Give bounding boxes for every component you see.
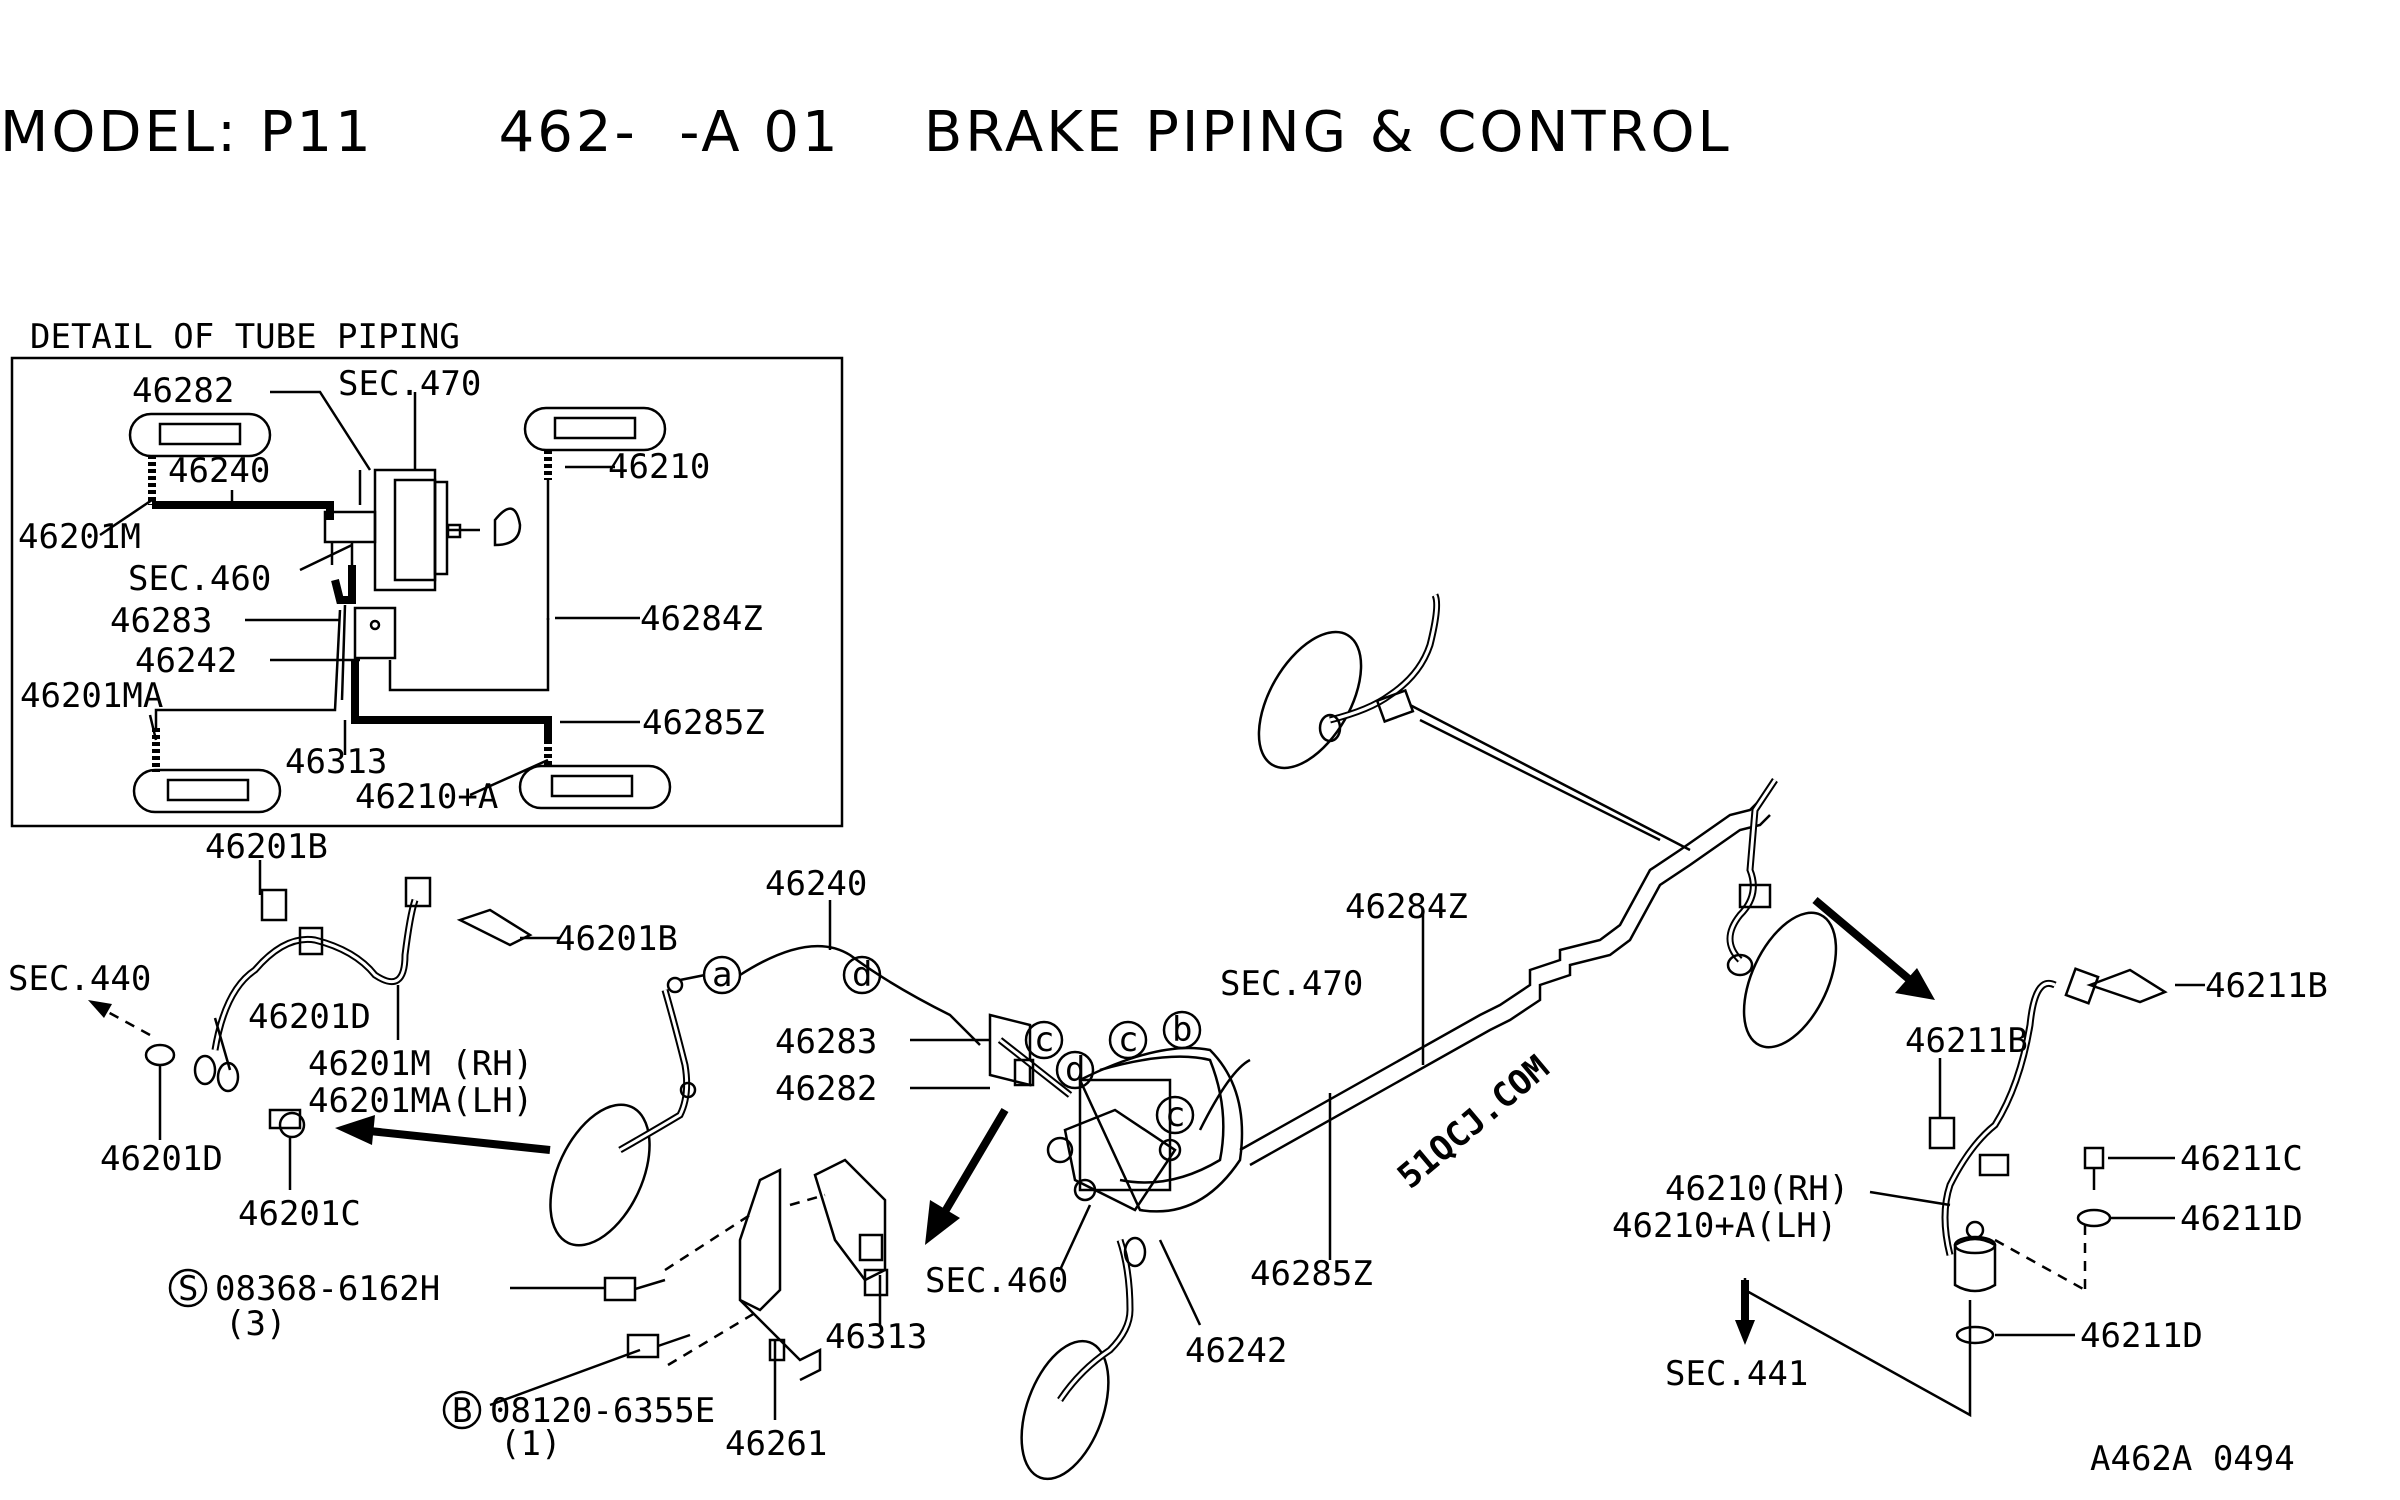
svg-text:c: c — [1165, 1095, 1185, 1135]
svg-text:S: S — [178, 1269, 198, 1309]
detail-label-sec470: SEC.470 — [338, 364, 481, 404]
callout-markers: a d c d c b c — [702, 955, 1202, 1135]
grommet-46210 — [1953, 1237, 1997, 1293]
detail-label-sec460: SEC.460 — [128, 559, 271, 599]
clip-46201B-top — [260, 888, 288, 922]
rear-left-disc — [1020, 1236, 1202, 1481]
main-brake-pipes — [1198, 799, 1771, 1260]
detail-wheel-rl-icon — [132, 768, 282, 814]
label-sec470: SEC.470 — [1220, 964, 1363, 1004]
detail-wheel-rr-icon — [518, 764, 672, 810]
detail-wheel-fl-icon — [128, 412, 272, 458]
bolt1-prefix-badge — [168, 1268, 208, 1308]
label-bolt-08120-qty: (1) — [500, 1424, 561, 1464]
label-46211B-mid: 46211B — [1905, 1021, 2028, 1061]
label-46313: 46313 — [825, 1317, 927, 1357]
label-46261: 46261 — [725, 1424, 827, 1464]
svg-text:B: B — [452, 1391, 472, 1431]
label-46201B-top: 46201B — [205, 827, 328, 867]
callout-a — [702, 955, 742, 995]
bolt-46211C — [2083, 1146, 2105, 1170]
callout-c-2 — [1108, 1020, 1148, 1060]
clip-46211B-mid — [1928, 1116, 1956, 1150]
svg-text:b: b — [1172, 1010, 1192, 1050]
diagram-title: MODEL: P11 462- -A 01 BRAKE PIPING & CON… — [0, 100, 1732, 165]
detail-label-46210: 46210 — [608, 447, 710, 487]
detail-label-46210A: 46210+A — [355, 777, 498, 817]
detail-label-46282: 46282 — [132, 371, 234, 411]
washer-46211D-bot — [1955, 1325, 1995, 1345]
bolt2-prefix-badge — [442, 1390, 482, 1430]
front-left-hose — [88, 860, 560, 1190]
label-sec441: SEC.441 — [1665, 1354, 1808, 1394]
pipe-46240 — [739, 944, 981, 1046]
reference-code: A462A 0494 — [2090, 1439, 2295, 1479]
detail-master-cylinder — [373, 468, 437, 592]
label-46240: 46240 — [765, 864, 867, 904]
section-code: 462- -A 01 — [498, 100, 841, 165]
label-46285Z: 46285Z — [1250, 1254, 1373, 1294]
detail-frame — [10, 356, 844, 828]
label-bolt-08120: 08120-6355E — [490, 1391, 715, 1431]
clip-46211B-top — [2086, 968, 2168, 1004]
svg-text:d: d — [1065, 1050, 1085, 1090]
bracket-46313 — [489, 1158, 889, 1420]
detail-wheel-fr-icon — [523, 406, 667, 452]
svg-text:d: d — [852, 955, 872, 995]
label-46283: 46283 — [775, 1022, 877, 1062]
svg-text:c: c — [1118, 1020, 1138, 1060]
detail-label-46283: 46283 — [110, 601, 212, 641]
detail-label-46201MA: 46201MA — [20, 676, 163, 716]
label-sec460: SEC.460 — [925, 1261, 1068, 1301]
label-46201M-RH: 46201M (RH) — [308, 1044, 533, 1084]
label-sec440: SEC.440 — [8, 959, 151, 999]
washer-46201D — [144, 1043, 176, 1067]
label-46211B-top: 46211B — [2205, 966, 2328, 1006]
svg-text:c: c — [1034, 1020, 1054, 1060]
detail-label-46240: 46240 — [168, 451, 270, 491]
front-left-disc — [549, 973, 706, 1247]
label-46211D-bot: 46211D — [2080, 1316, 2203, 1356]
label-46201D-top: 46201D — [248, 997, 371, 1037]
label-46284Z: 46284Z — [1345, 887, 1468, 927]
watermark: 51QCJ.COM — [1390, 1048, 1557, 1197]
rear-right-disc — [1726, 778, 1838, 1049]
master-cylinder — [988, 1013, 1244, 1213]
label-46201B-mid: 46201B — [555, 919, 678, 959]
detail-label-46201M: 46201M — [18, 517, 141, 557]
detail-tube-piping: DETAIL OF TUBE PIPING — [10, 317, 844, 828]
detail-label-46284Z: 46284Z — [640, 599, 763, 639]
callout-c — [1024, 1020, 1064, 1060]
callout-c-3 — [1155, 1095, 1195, 1135]
callout-d — [842, 955, 882, 995]
detail-title: DETAIL OF TUBE PIPING — [30, 317, 460, 357]
label-46201D-bot: 46201D — [100, 1139, 223, 1179]
model-label: MODEL: P11 — [0, 100, 374, 165]
section-name: BRAKE PIPING & CONTROL — [923, 100, 1732, 165]
detail-label-46242: 46242 — [135, 641, 237, 681]
label-bolt-08368-qty: (3) — [225, 1304, 286, 1344]
rear-right-hose — [1735, 967, 2205, 1418]
svg-text:a: a — [712, 955, 732, 995]
bolt-46201C — [268, 1108, 302, 1130]
label-46201C: 46201C — [238, 1194, 361, 1234]
label-46282: 46282 — [775, 1069, 877, 1109]
washer-46211D-top — [2076, 1208, 2112, 1228]
label-46211C: 46211C — [2180, 1139, 2303, 1179]
callout-d-2 — [1055, 1050, 1095, 1090]
clip-46201B-mid — [456, 908, 533, 947]
label-46242: 46242 — [1185, 1331, 1287, 1371]
front-right-disc — [1257, 593, 1691, 852]
bolt-08368 — [603, 1276, 637, 1302]
label-46210-RH: 46210(RH) — [1665, 1169, 1849, 1209]
label-46210A-LH: 46210+A(LH) — [1612, 1206, 1837, 1246]
detail-label-46313: 46313 — [285, 742, 387, 782]
label-46201MA-LH: 46201MA(LH) — [308, 1081, 533, 1121]
callout-b — [1162, 1010, 1202, 1050]
label-bolt-08368: 08368-6162H — [215, 1269, 440, 1309]
detail-label-46285Z: 46285Z — [642, 703, 765, 743]
label-46211D-top: 46211D — [2180, 1199, 2303, 1239]
